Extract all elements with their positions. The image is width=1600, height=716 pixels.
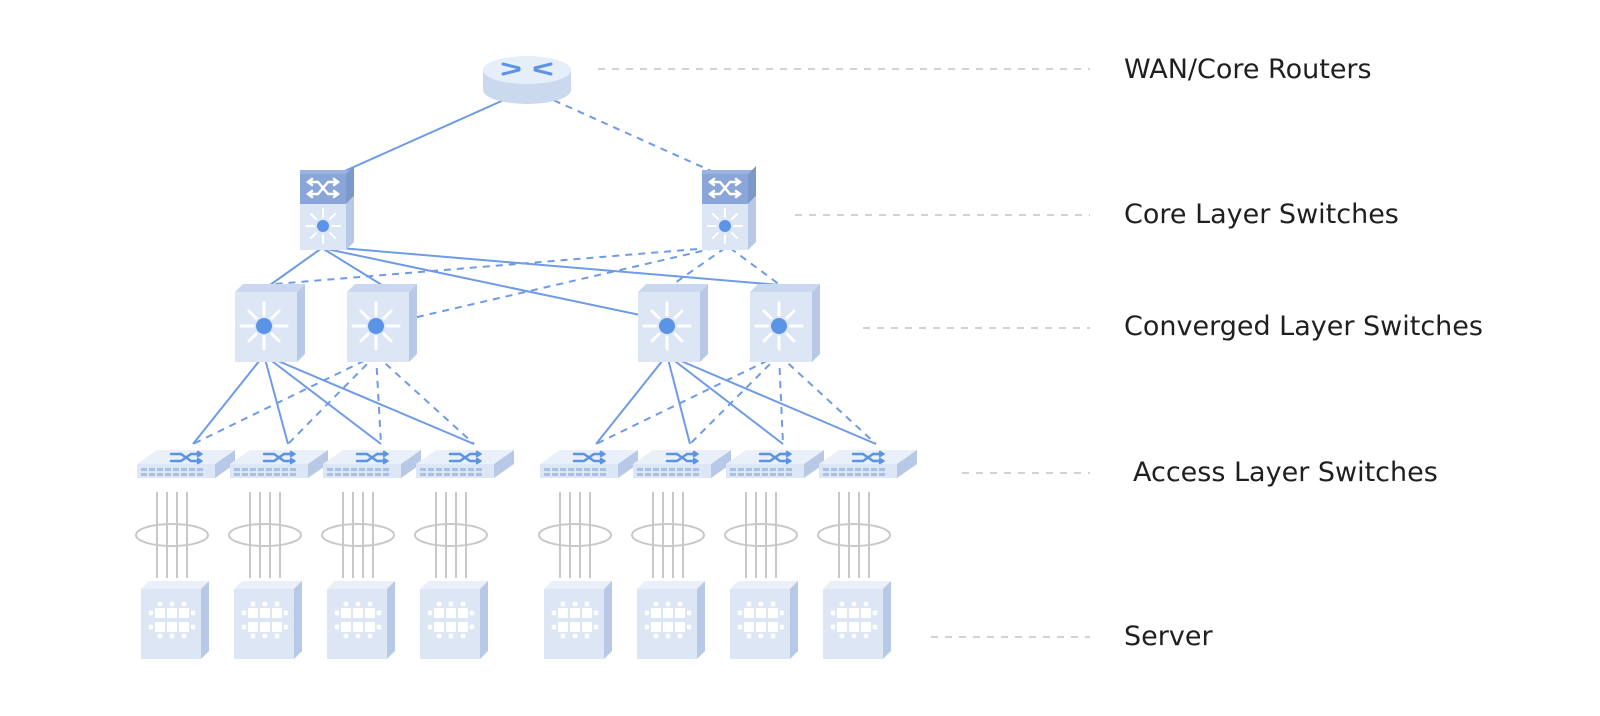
- server-icon[interactable]: [730, 581, 798, 659]
- converged-switch-icon[interactable]: [345, 282, 419, 364]
- cable-bundle-icon: [724, 491, 798, 579]
- access-switch-icon[interactable]: [135, 448, 237, 480]
- core-switch-icon[interactable]: [298, 164, 356, 252]
- access-switch-icon[interactable]: [538, 448, 640, 480]
- core-switch-icon[interactable]: [700, 164, 758, 252]
- converged-access-links-right: [595, 354, 877, 445]
- cable-bundle-icon: [321, 491, 395, 579]
- converged-access-links-left: [192, 354, 475, 445]
- cable-bundle-icon: [631, 491, 705, 579]
- server-icon[interactable]: [823, 581, 891, 659]
- server-icon[interactable]: [544, 581, 612, 659]
- access-switch-icon[interactable]: [631, 448, 733, 480]
- access-switch-icon[interactable]: [228, 448, 330, 480]
- converged-switch-label: Converged Layer Switches: [1124, 311, 1483, 342]
- server-icon[interactable]: [637, 581, 705, 659]
- server-icon[interactable]: [420, 581, 488, 659]
- wan-router-label: WAN/Core Routers: [1124, 54, 1372, 85]
- layer-guides: [598, 68, 1090, 638]
- server-label: Server: [1124, 621, 1213, 652]
- cable-bundle-icon: [135, 491, 209, 579]
- converged-switch-icon[interactable]: [233, 282, 307, 364]
- server-icon[interactable]: [234, 581, 302, 659]
- cable-bundle-icon: [817, 491, 891, 579]
- server-icon[interactable]: [327, 581, 395, 659]
- core-switch-label: Core Layer Switches: [1124, 199, 1399, 230]
- access-switch-icon[interactable]: [321, 448, 423, 480]
- access-switch-label: Access Layer Switches: [1133, 457, 1438, 488]
- cable-bundle-icon: [414, 491, 488, 579]
- access-switch-icon[interactable]: [817, 448, 919, 480]
- access-switch-icon[interactable]: [414, 448, 516, 480]
- core-converged-links: [269, 247, 781, 319]
- router-icon[interactable]: [481, 54, 573, 106]
- converged-switch-icon[interactable]: [748, 282, 822, 364]
- cable-bundle-icon: [538, 491, 612, 579]
- access-switch-icon[interactable]: [724, 448, 826, 480]
- converged-switch-icon[interactable]: [636, 282, 710, 364]
- cable-bundle-icon: [228, 491, 302, 579]
- router-core-links: [337, 94, 719, 175]
- server-icon[interactable]: [141, 581, 209, 659]
